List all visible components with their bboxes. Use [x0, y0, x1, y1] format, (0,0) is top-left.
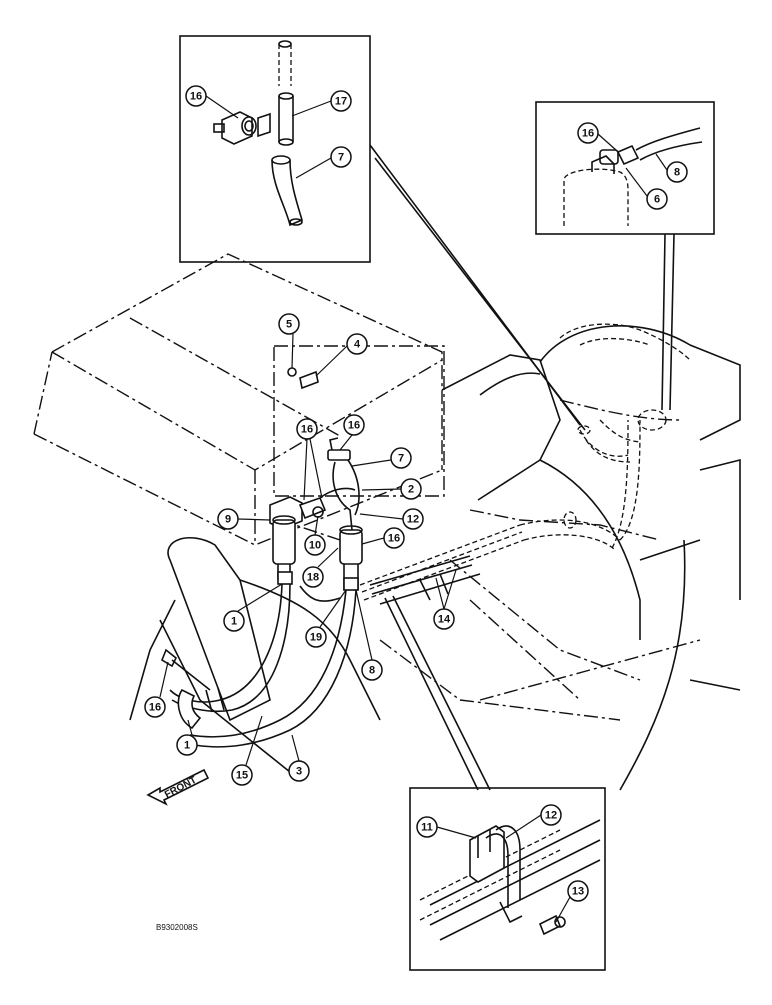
callout-1: 1 [176, 734, 198, 756]
callout-label: 16 [388, 533, 400, 545]
callout-7: 7 [390, 447, 412, 469]
callout-label: 17 [335, 96, 347, 108]
callout-2: 2 [400, 478, 422, 500]
callout-16: 16 [144, 696, 166, 718]
callout-label: 12 [407, 514, 419, 526]
callout-label: 15 [236, 770, 248, 782]
callout-14: 14 [433, 608, 455, 630]
filter-assembly [161, 345, 445, 748]
callout-label: 11 [421, 822, 433, 834]
callout-16: 16 [577, 122, 599, 144]
callout-16: 16 [185, 85, 207, 107]
detail-inset-hose [179, 35, 371, 263]
callout-4: 4 [346, 333, 368, 355]
callout-label: 6 [654, 194, 660, 206]
callout-label: 16 [582, 128, 594, 140]
drawing-code: B9302008S [156, 923, 198, 932]
callout-label: 16 [149, 702, 161, 714]
callout-8: 8 [361, 659, 383, 681]
detail-inset-tank [535, 101, 715, 235]
callout-label: 16 [348, 420, 360, 432]
callout-label: 13 [572, 886, 584, 898]
callout-12: 12 [402, 508, 424, 530]
callout-7: 7 [330, 146, 352, 168]
callout-label: 1 [184, 740, 190, 752]
callout-15: 15 [231, 764, 253, 786]
callout-label: 12 [545, 810, 557, 822]
callout-12: 12 [540, 804, 562, 826]
callout-1: 1 [223, 610, 245, 632]
front-label: FRONT [163, 775, 199, 801]
callout-17: 17 [330, 90, 352, 112]
callout-label: 19 [310, 632, 322, 644]
inset-leaders [369, 144, 686, 791]
callout-label: 7 [338, 152, 344, 164]
callout-label: 3 [296, 766, 302, 778]
callout-label: 16 [190, 91, 202, 103]
callout-label: 10 [309, 540, 321, 552]
callout-label: 5 [286, 319, 292, 331]
callout-label: 14 [438, 614, 451, 626]
callout-16: 16 [383, 527, 405, 549]
callout-label: 8 [674, 167, 680, 179]
callout-3: 3 [288, 760, 310, 782]
callout-13: 13 [567, 880, 589, 902]
callout-label: 9 [225, 514, 231, 526]
callout-label: 16 [301, 424, 313, 436]
callout-label: 7 [398, 453, 404, 465]
callout-leaders [159, 95, 668, 923]
callout-18: 18 [302, 566, 324, 588]
callout-9: 9 [217, 508, 239, 530]
callout-label: 18 [307, 572, 319, 584]
callout-label: 2 [408, 484, 414, 496]
callout-label: 8 [369, 665, 375, 677]
callout-16: 16 [296, 418, 318, 440]
callout-5: 5 [278, 313, 300, 335]
callout-16: 16 [343, 414, 365, 436]
callout-6: 6 [646, 188, 668, 210]
callout-19: 19 [305, 626, 327, 648]
detail-inset-clamp [409, 787, 606, 971]
callout-11: 11 [416, 816, 438, 838]
callout-8: 8 [666, 161, 688, 183]
callout-10: 10 [304, 534, 326, 556]
front-arrow: FRONT [146, 768, 210, 806]
callout-label: 1 [231, 616, 237, 628]
callout-label: 4 [354, 339, 361, 351]
